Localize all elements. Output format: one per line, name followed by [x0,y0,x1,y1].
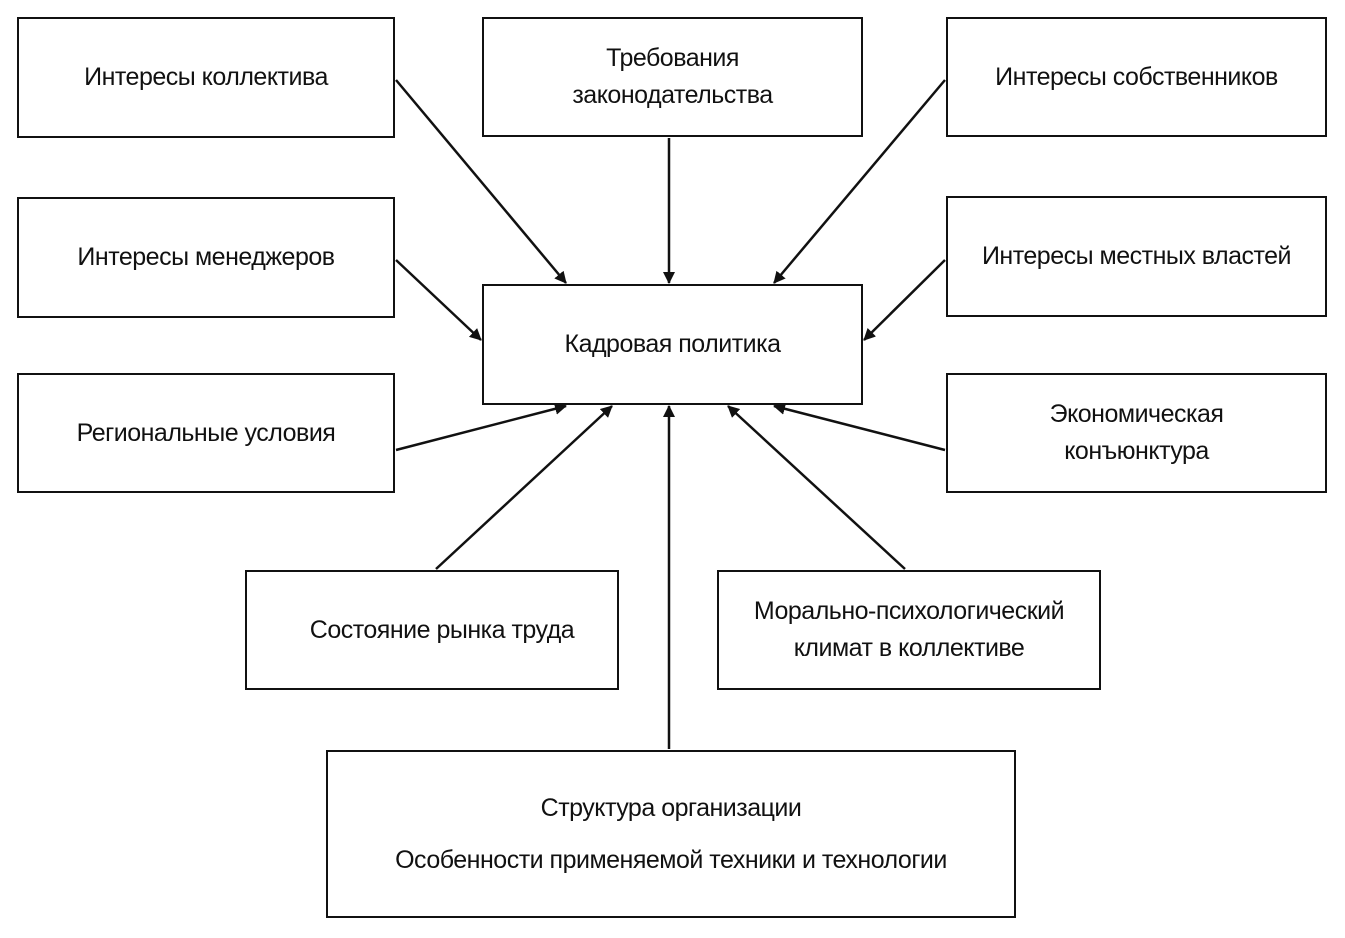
box-moral-climate: Морально-психологический климат в коллек… [717,570,1101,690]
box-legislation-requirements: Требования законодательства [482,17,863,137]
box-organization-structure: Структура организации Особенности примен… [326,750,1016,918]
arrow-owners [773,79,946,284]
arrow-collective [395,79,567,284]
box-label-line-2: климат в коллективе [793,634,1025,662]
box-label: Региональные условия [76,418,336,447]
box-label-line-1: Экономическая [1049,400,1224,428]
box-personnel-policy: Кадровая политика [482,284,863,405]
box-label-line-2: конъюнктура [1064,437,1209,465]
box-label-line-1: Структура организации [540,794,802,822]
box-label-line-2: законодательства [572,81,773,109]
box-interests-collective: Интересы коллектива [17,17,395,138]
box-label-line-2: Особенности применяемой техники и технол… [395,846,947,874]
box-label: Интересы собственников [995,62,1278,91]
box-label: Интересы менеджеров [77,243,335,271]
box-interests-local-authorities: Интересы местных властей [946,196,1327,317]
arrow-regional [395,402,567,452]
center-label: Кадровая политика [564,330,782,358]
arrow-managers [395,259,482,341]
box-label-line-1: Морально-психологический [753,597,1065,625]
box-label: Интересы местных властей [981,242,1292,270]
box-label-line-1: Требования [606,44,739,72]
box-regional-conditions: Региональные условия [17,373,395,493]
arrow-authorities [863,259,946,341]
box-interests-owners: Интересы собственников [946,17,1327,137]
box-label: Состояние рынка труда [309,615,575,644]
arrow-climate [727,405,906,570]
box-label: Интересы коллектива [84,63,328,91]
box-labor-market: Состояние рынка труда [245,570,619,690]
arrow-economic [773,402,946,452]
box-interests-managers: Интересы менеджеров [17,197,395,318]
arrow-labor [435,405,613,570]
box-economic-conjuncture: Экономическая конъюнктура [946,373,1327,493]
